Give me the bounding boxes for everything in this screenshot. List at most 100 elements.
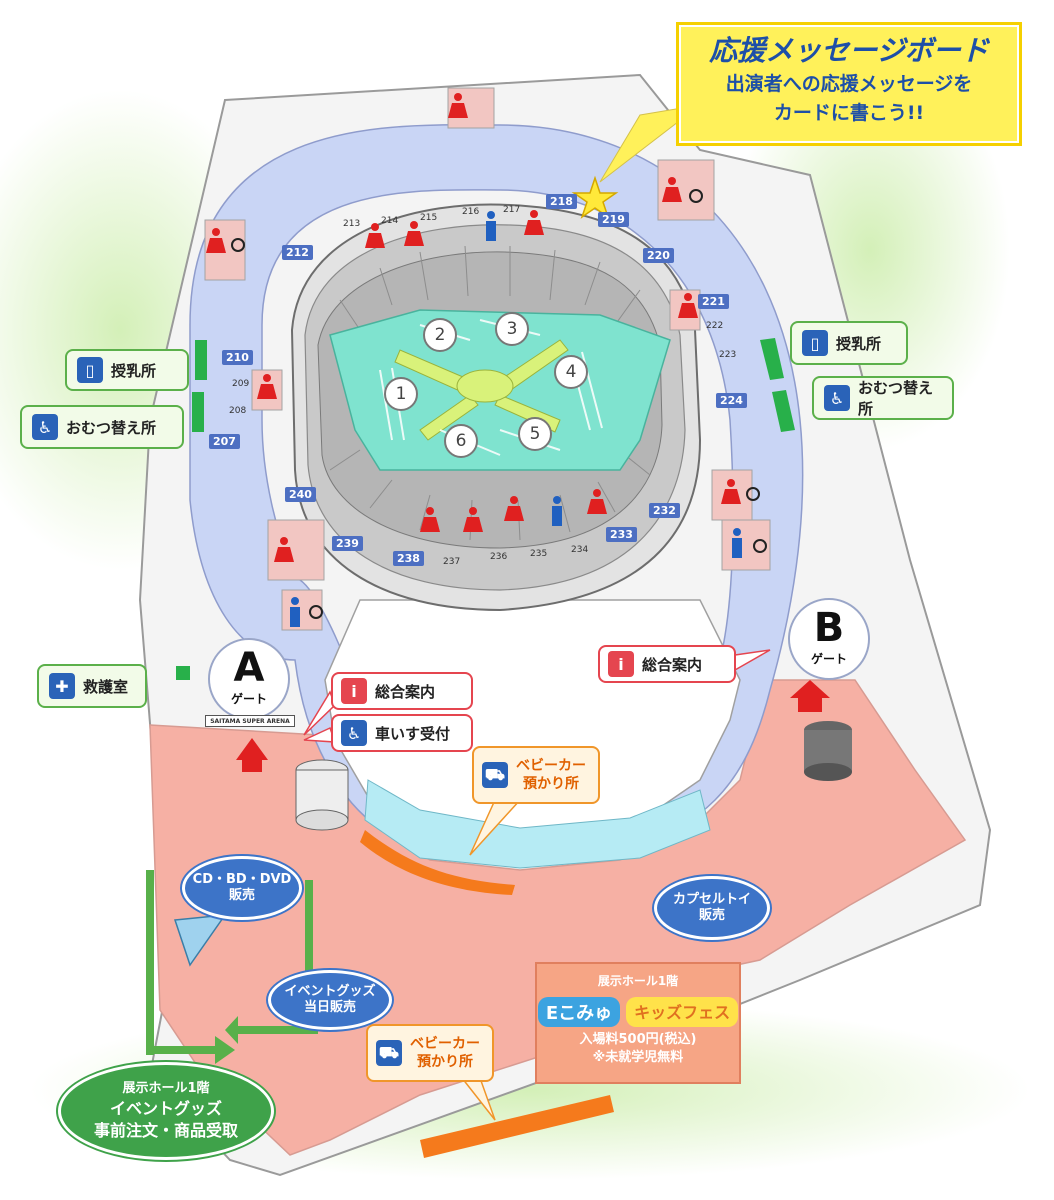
section-label: 220: [643, 248, 674, 263]
section-small-label: 215: [420, 213, 438, 223]
section-label: 224: [716, 393, 747, 408]
stroller-desk-lower: ⛟ ベビーカー 預かり所: [366, 1024, 494, 1082]
floor-block-6: 6: [444, 424, 478, 458]
stroller-desk-upper: ⛟ ベビーカー 預かり所: [472, 746, 600, 804]
gate-a-letter: A: [233, 645, 265, 691]
stroller-upper-line2: 預かり所: [523, 776, 579, 792]
restroom-female-icon: [206, 93, 741, 562]
diaper-room-right: ♿ おむつ替え所: [812, 376, 954, 420]
section-label: 233: [606, 527, 637, 542]
kids-fes-logo-part2: キッズフェス: [626, 997, 739, 1027]
section-small-label: 216: [462, 207, 480, 217]
gate-b-arrow: [790, 680, 830, 712]
cylinders: [295, 721, 852, 831]
cd-sales-line2: 販売: [228, 888, 255, 903]
section-small-label: 235: [530, 549, 548, 559]
stroller-icon: ⛟: [376, 1040, 402, 1066]
section-label: 240: [285, 487, 316, 502]
nursing-icon: ▯: [77, 357, 103, 383]
star-icon: [571, 175, 619, 219]
nursing-room-left-label: 授乳所: [111, 361, 157, 380]
diaper-icon: ♿: [824, 385, 850, 411]
section-small-label: 236: [490, 552, 508, 562]
kids-fes-board: 展示ホール1階 Eこみゅ キッズフェス 入場料500円(税込) ※未就学児無料: [535, 962, 741, 1084]
cd-sales-line1: CD・BD・DVD: [192, 872, 292, 887]
nursing-room-left: ▯ 授乳所: [65, 349, 189, 391]
info-desk-a: i 総合案内: [331, 672, 473, 710]
diaper-room-right-label: おむつ替え所: [858, 379, 934, 418]
section-small-label: 214: [381, 216, 399, 226]
nursing-icon: ▯: [802, 330, 828, 356]
capsule-line1: カプセルトイ: [672, 892, 751, 907]
capsule-line2: 販売: [698, 908, 725, 923]
glass-pyramid: [173, 914, 227, 967]
preorder-line1: 展示ホール1階: [122, 1081, 210, 1096]
kids-fes-logo: Eこみゅ キッズフェス: [537, 997, 739, 1027]
message-board-title: 応援メッセージボード: [709, 34, 989, 67]
wheelchair-desk-label: 車いす受付: [375, 724, 451, 743]
diaper-room-left-label: おむつ替え所: [66, 418, 157, 437]
gate-a: A ゲート: [208, 638, 290, 720]
kids-fes-fee: 入場料500円(税込): [579, 1032, 697, 1047]
floor-block-1: 1: [384, 377, 418, 411]
diaper-room-left: ♿ おむつ替え所: [20, 405, 184, 449]
gate-a-word: ゲート: [230, 692, 267, 706]
nursing-room-right: ▯ 授乳所: [790, 321, 908, 365]
stroller-lower-line1: ベビーカー: [410, 1036, 480, 1052]
stroller-area-upper: [360, 830, 515, 895]
restroom-blocks: [204, 87, 771, 631]
preorder-pickup: 展示ホール1階 イベントグッズ 事前注文・商品受取: [58, 1062, 274, 1160]
first-aid-room: ✚ 救護室: [37, 664, 147, 708]
section-label: 221: [698, 294, 729, 309]
restroom-icons: [206, 93, 767, 627]
wheelchair-desk: ♿ 車いす受付: [331, 714, 473, 752]
info-desk-a-label: 総合案内: [375, 682, 436, 701]
gate-a-arrow: [236, 738, 268, 772]
message-board: 応援メッセージボード 出演者への応援メッセージを カードに書こう!!: [676, 22, 1022, 146]
first-aid-icon: ✚: [49, 673, 75, 699]
gate-b-letter: B: [813, 605, 845, 651]
kids-fes-hall: 展示ホール1階: [597, 974, 679, 988]
info-icon: i: [608, 651, 634, 677]
goods-line1: イベントグッズ: [284, 984, 376, 999]
gate-a-sign: SAITAMA SUPER ARENA: [205, 715, 295, 727]
kids-fes-free-note: ※未就学児無料: [592, 1050, 684, 1065]
floor-block-2: 2: [423, 318, 457, 352]
nursing-room-right-label: 授乳所: [836, 334, 882, 353]
section-label: 219: [598, 212, 629, 227]
wheelchair-icon: ♿: [341, 720, 367, 746]
cd-sales: CD・BD・DVD 販売: [182, 856, 302, 920]
section-label: 232: [649, 503, 680, 518]
section-small-label: 223: [719, 350, 737, 360]
gate-b: B ゲート: [788, 598, 870, 680]
section-small-label: 237: [443, 557, 461, 567]
first-aid-label: 救護室: [83, 677, 129, 696]
preorder-line2: イベントグッズ: [109, 1099, 222, 1118]
center-stage: [394, 339, 569, 441]
section-label: 239: [332, 536, 363, 551]
section-small-label: 222: [706, 321, 724, 331]
section-label: 210: [222, 350, 253, 365]
section-small-label: 209: [232, 379, 250, 389]
gate-b-word: ゲート: [810, 652, 847, 666]
stroller-area-lower: [420, 1095, 614, 1158]
route-arrows: [146, 870, 318, 1064]
diaper-icon: ♿: [32, 414, 58, 440]
section-label: 207: [209, 434, 240, 449]
section-label: 218: [546, 194, 577, 209]
section-label: 212: [282, 245, 313, 260]
event-goods-sales: イベントグッズ 当日販売: [268, 970, 392, 1030]
stroller-upper-line1: ベビーカー: [516, 758, 586, 774]
section-small-label: 234: [571, 545, 589, 555]
floor-block-4: 4: [554, 355, 588, 389]
stroller-icon: ⛟: [482, 762, 508, 788]
info-desk-b-label: 総合案内: [642, 655, 703, 674]
kids-fes-logo-part1: Eこみゅ: [537, 997, 621, 1027]
goods-line2: 当日販売: [303, 1000, 356, 1015]
message-board-line1: 出演者への応援メッセージを: [725, 73, 973, 95]
floor-block-3: 3: [495, 312, 529, 346]
facility-markers: [176, 338, 795, 680]
preorder-line3: 事前注文・商品受取: [93, 1121, 238, 1140]
section-label: 238: [393, 551, 424, 566]
